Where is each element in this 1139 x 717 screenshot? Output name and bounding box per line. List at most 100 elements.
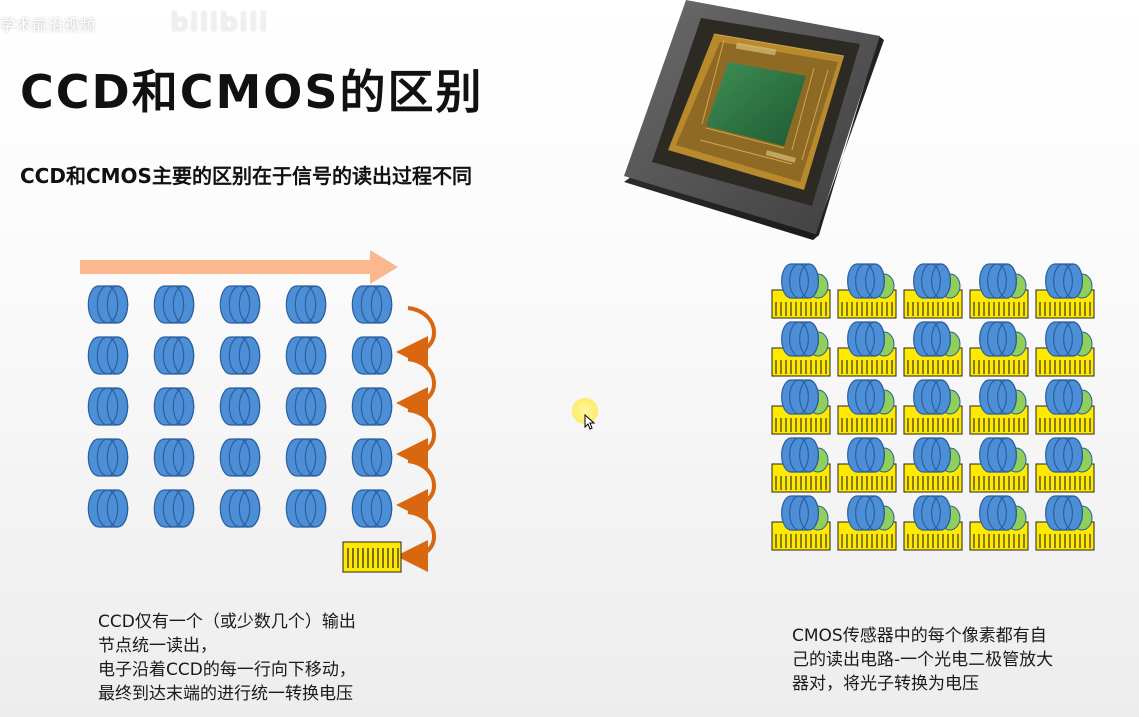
pixel-cell: [1045, 437, 1083, 473]
pixel-cell: [1045, 379, 1083, 415]
pixel-cell: [913, 495, 951, 531]
cmos-pixel-diagram: [771, 263, 1095, 551]
pixel-cell: [153, 489, 195, 528]
column-shift-arrows: [396, 306, 436, 572]
shift-arrow: [396, 459, 436, 521]
mouse-cursor-icon: [584, 414, 596, 430]
ccd-pixel-grid: [87, 285, 393, 528]
pixel-cell: [1045, 495, 1083, 531]
pixel-cell: [847, 437, 885, 473]
cmos-pixel: [903, 437, 963, 493]
pixel-cell: [979, 263, 1017, 299]
watermark: 学术前沿视频 bilibili: [0, 4, 280, 44]
pixel-cell: [153, 438, 195, 477]
cmos-caption-line: 己的读出电路-一个光电二极管放大: [792, 650, 1054, 670]
cmos-pixel: [969, 263, 1029, 319]
ccd-caption: CCD仅有一个（或少数几个）输出 节点统一读出， 电子沿着CCD的每一行向下移动…: [98, 610, 356, 706]
cmos-caption-line: CMOS传感器中的每个像素都有自: [792, 626, 1047, 646]
cmos-pixel: [1035, 379, 1095, 435]
ccd-output-register: [342, 541, 402, 573]
pixel-cell: [1045, 321, 1083, 357]
cmos-pixel: [969, 437, 1029, 493]
cmos-pixel-grid: [771, 263, 1095, 551]
pixel-cell: [351, 285, 393, 324]
pixel-cell: [781, 263, 819, 299]
pixel-cell: [219, 285, 261, 324]
cmos-pixel: [1035, 263, 1095, 319]
pixel-cell: [87, 336, 129, 375]
cmos-pixel: [837, 495, 897, 551]
shift-arrow: [396, 408, 436, 470]
sensor-chip-icon: [624, 0, 884, 240]
pixel-cell: [979, 379, 1017, 415]
pixel-cell: [913, 263, 951, 299]
cmos-pixel: [903, 321, 963, 377]
pixel-cell: [781, 495, 819, 531]
pixel-cell: [847, 321, 885, 357]
pixel-cell: [153, 285, 195, 324]
cmos-pixel: [837, 379, 897, 435]
bilibili-logo: bilibili: [170, 8, 269, 38]
cmos-pixel: [771, 321, 831, 377]
pixel-cell: [351, 387, 393, 426]
cmos-pixel: [1035, 321, 1095, 377]
cmos-caption-line: 器对，将光子转换为电压: [792, 674, 979, 694]
cmos-pixel: [969, 321, 1029, 377]
pixel-cell: [285, 336, 327, 375]
cmos-pixel: [903, 379, 963, 435]
ccd-readout-diagram: [80, 250, 436, 573]
pixel-cell: [153, 387, 195, 426]
pixel-cell: [913, 321, 951, 357]
cmos-pixel: [837, 263, 897, 319]
pixel-cell: [781, 437, 819, 473]
row-transfer-arrow: [80, 250, 398, 284]
ccd-caption-line: 节点统一读出，: [98, 636, 217, 656]
pixel-cell: [781, 321, 819, 357]
pixel-cell: [847, 495, 885, 531]
cmos-pixel: [969, 379, 1029, 435]
cmos-pixel: [771, 437, 831, 493]
pixel-cell: [979, 495, 1017, 531]
pixel-cell: [781, 379, 819, 415]
pixel-cell: [285, 387, 327, 426]
pixel-cell: [285, 285, 327, 324]
pixel-cell: [219, 438, 261, 477]
pixel-cell: [87, 387, 129, 426]
cmos-pixel: [837, 321, 897, 377]
pixel-cell: [87, 285, 129, 324]
cmos-pixel: [969, 495, 1029, 551]
cmos-pixel: [903, 495, 963, 551]
pixel-cell: [351, 336, 393, 375]
ccd-caption-line: CCD仅有一个（或少数几个）输出: [98, 612, 356, 632]
pixel-cell: [847, 379, 885, 415]
pixel-cell: [219, 387, 261, 426]
pixel-cell: [351, 489, 393, 528]
cmos-pixel: [837, 437, 897, 493]
cmos-pixel: [1035, 437, 1095, 493]
pixel-cell: [87, 438, 129, 477]
pixel-cell: [153, 336, 195, 375]
pixel-cell: [847, 263, 885, 299]
shift-arrow: [396, 510, 436, 572]
shift-arrow: [396, 357, 436, 419]
shift-arrow: [396, 306, 436, 368]
slide-subtitle: CCD和CMOS主要的区别在于信号的读出过程不同: [20, 164, 472, 188]
pixel-cell: [219, 489, 261, 528]
pixel-cell: [285, 438, 327, 477]
pixel-cell: [979, 321, 1017, 357]
cmos-pixel: [903, 263, 963, 319]
pixel-cell: [351, 438, 393, 477]
watermark-text: 学术前沿视频: [0, 16, 97, 34]
ccd-caption-line: 最终到达末端的进行统一转换电压: [98, 684, 353, 704]
slide-title: CCD和CMOS的区别: [20, 65, 484, 119]
pixel-cell: [219, 336, 261, 375]
cmos-pixel: [771, 495, 831, 551]
pixel-cell: [979, 437, 1017, 473]
cmos-pixel: [1035, 495, 1095, 551]
pixel-cell: [285, 489, 327, 528]
pixel-cell: [913, 437, 951, 473]
pixel-cell: [1045, 263, 1083, 299]
cmos-caption: CMOS传感器中的每个像素都有自 己的读出电路-一个光电二极管放大 器对，将光子…: [792, 624, 1053, 696]
pixel-cell: [87, 489, 129, 528]
ccd-caption-line: 电子沿着CCD的每一行向下移动，: [98, 660, 356, 680]
